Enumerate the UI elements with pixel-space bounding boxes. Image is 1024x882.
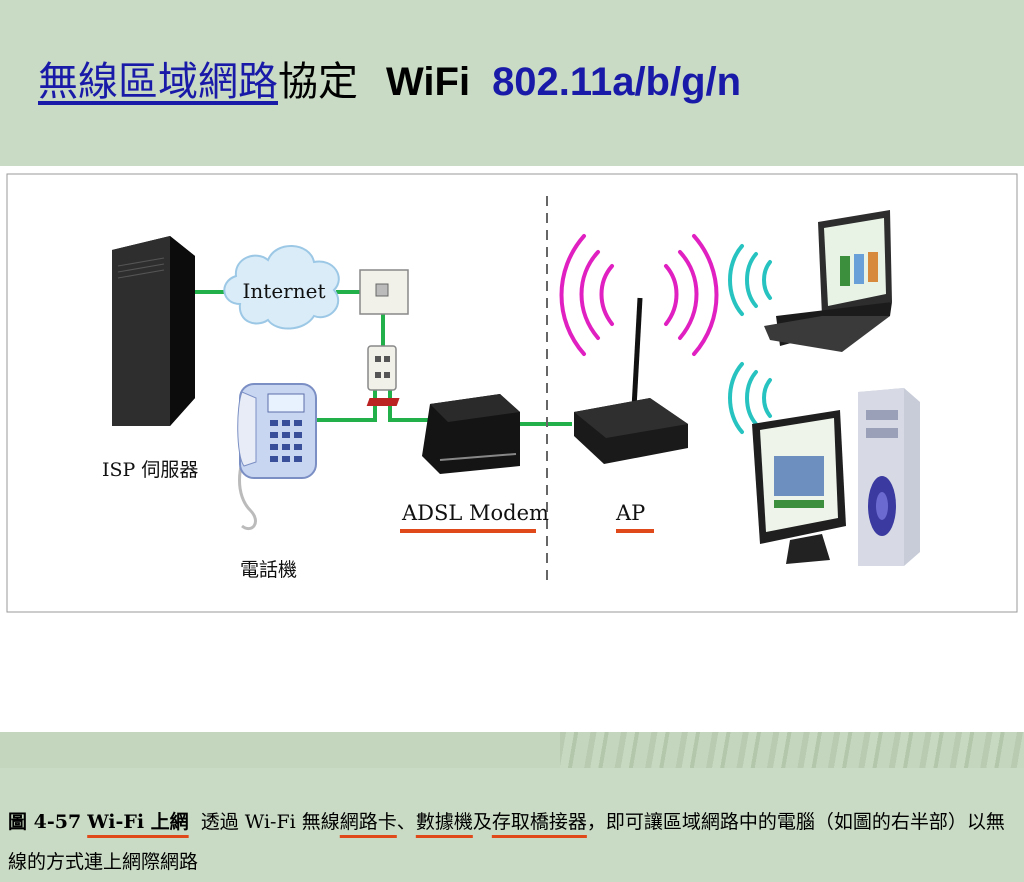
wall-jack-icon <box>359 269 409 315</box>
server-icon <box>112 236 195 426</box>
diagram-panel: Internet <box>0 166 1024 873</box>
cloud-icon <box>223 245 340 330</box>
slide-footer <box>0 732 1024 768</box>
caption-keyword-ap: 存取橋接器 <box>491 811 587 833</box>
caption-figure-title: Wi-Fi 上網 <box>87 811 189 833</box>
desktop-monitor-icon <box>752 410 846 564</box>
isp-server-label: ISP 伺服器 <box>102 459 198 481</box>
modem-icon <box>366 394 520 474</box>
caption-text-1: 透過 Wi-Fi 無線 <box>200 811 340 833</box>
title-wifi: WiFi <box>386 60 471 104</box>
slide-header: 無線區域網路協定 WiFi 802.11a/b/g/n <box>0 0 1024 166</box>
footer-texture <box>560 732 1024 768</box>
tower-pc-icon <box>858 388 920 566</box>
access-point-icon <box>574 297 688 464</box>
caption-figure-number: 圖 4-57 <box>8 811 82 833</box>
internet-label: Internet <box>243 279 326 303</box>
caption-sep-1: 、 <box>396 811 416 833</box>
title-link[interactable]: 無線區域網路 <box>38 59 278 105</box>
title-standard: 802.11a/b/g/n <box>492 60 742 104</box>
caption-keyword-nic: 網路卡 <box>339 811 397 833</box>
modem-label: ADSL Modem <box>401 501 549 525</box>
network-diagram: Internet <box>6 173 1018 613</box>
splitter-icon <box>367 345 397 391</box>
caption-keyword-modem: 數據機 <box>415 811 473 833</box>
slide-title: 無線區域網路協定 WiFi 802.11a/b/g/n <box>38 52 741 112</box>
telephone-icon <box>237 383 317 531</box>
phone-label: 電話機 <box>240 559 297 581</box>
ap-signal-icon <box>559 234 719 356</box>
title-suffix: 協定 <box>278 59 358 105</box>
caption-sep-2: 及 <box>472 811 492 833</box>
figure-caption: 圖 4-57 Wi-Fi 上網 透過 Wi-Fi 無線網路卡、數據機及存取橋接器… <box>8 802 1018 882</box>
laptop-icon <box>764 210 892 352</box>
client-signal-icon <box>728 244 772 434</box>
ap-label: AP <box>615 501 645 525</box>
